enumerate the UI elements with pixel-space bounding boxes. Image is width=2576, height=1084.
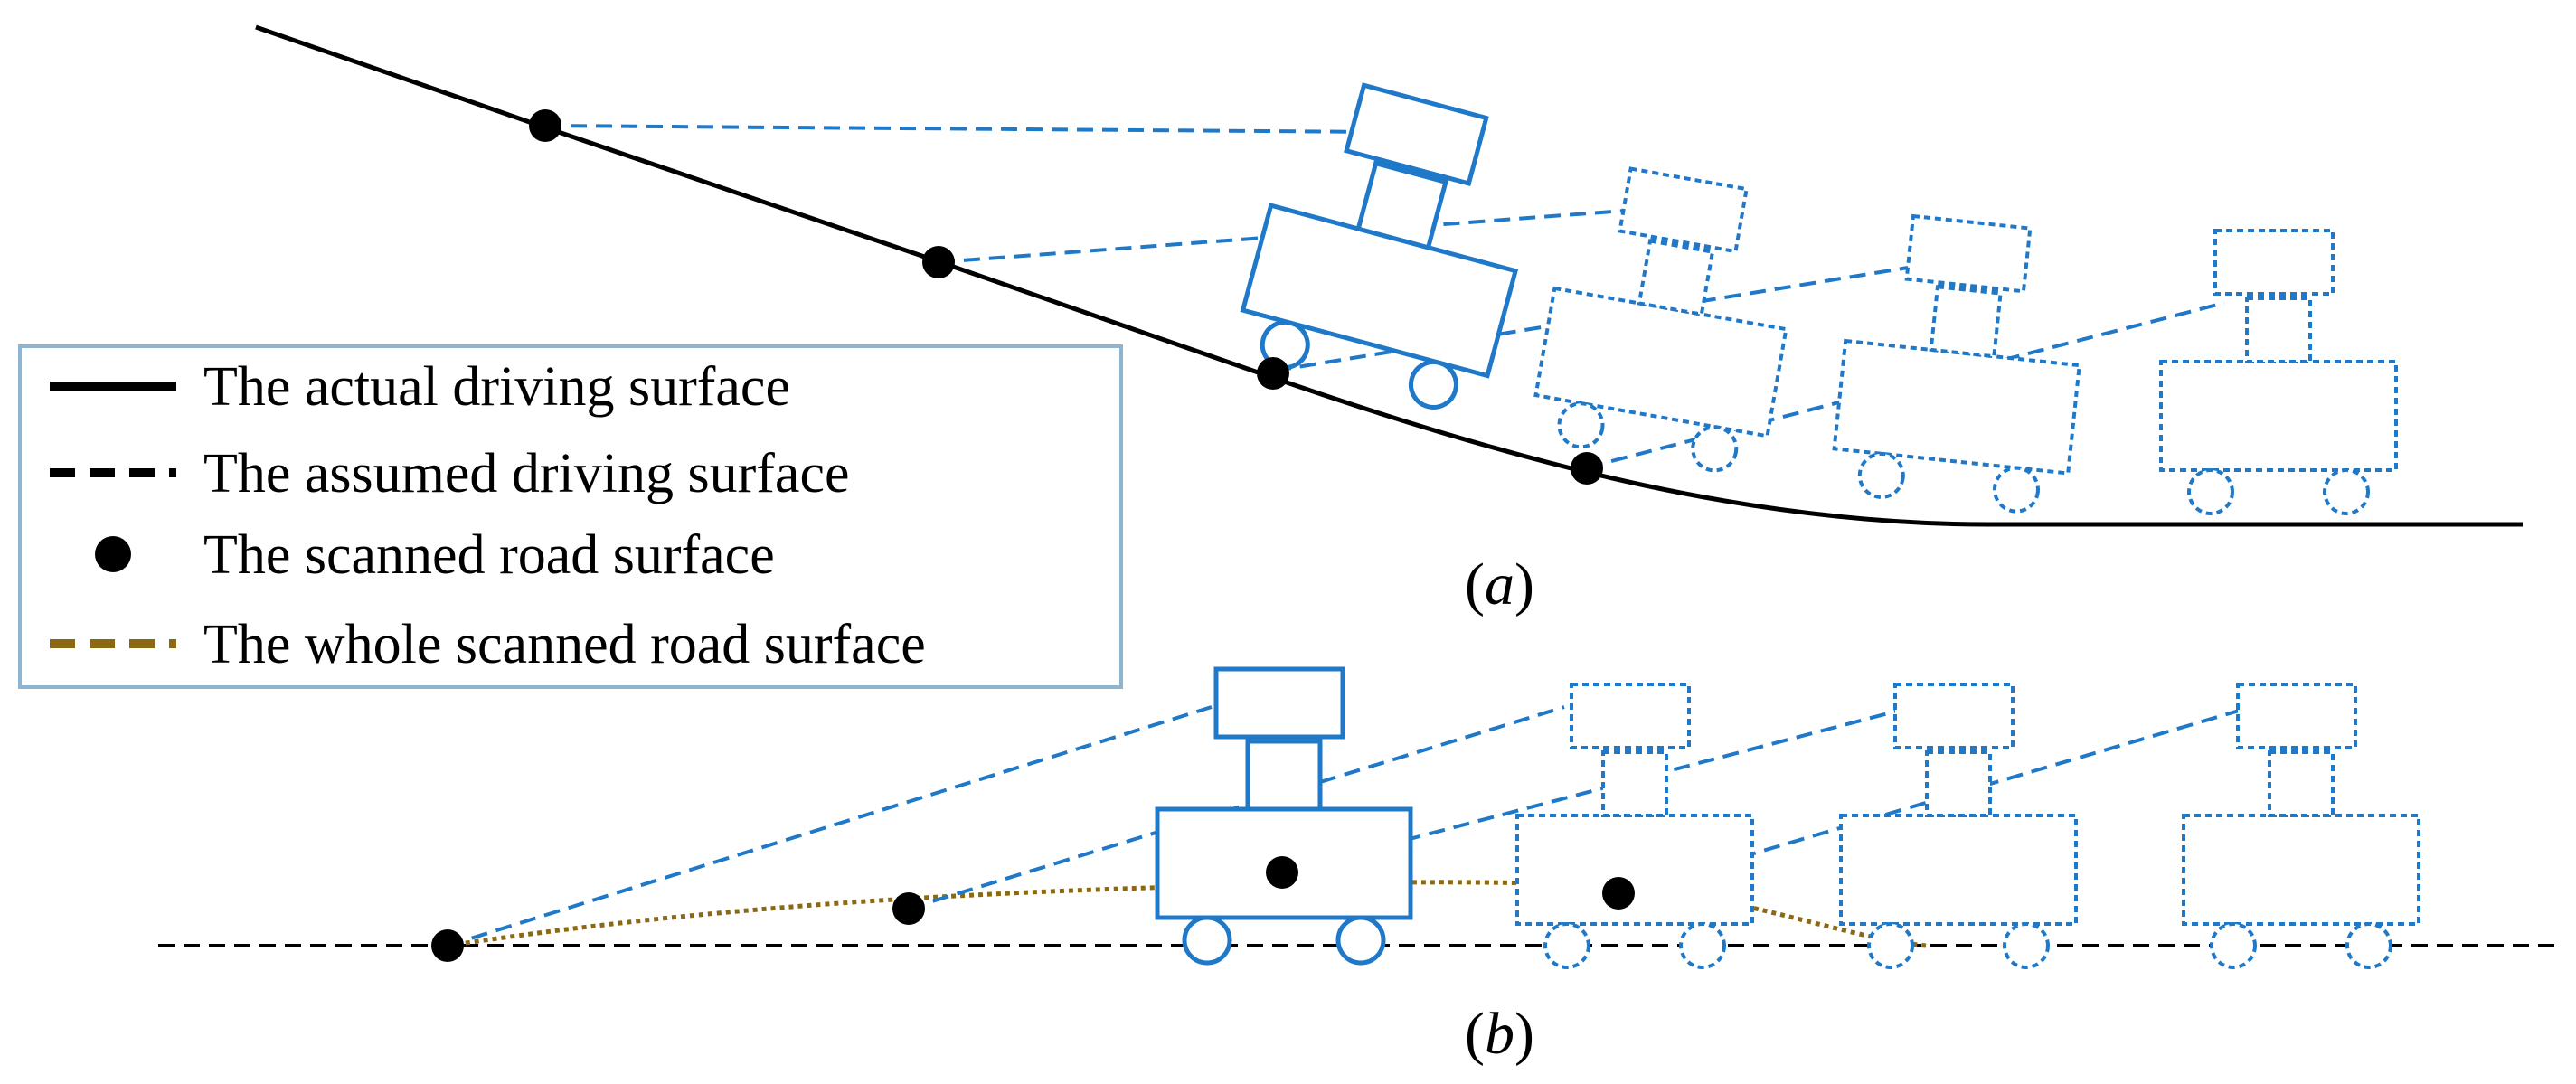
scanned-point xyxy=(1266,856,1298,889)
svg-text:The whole scanned road surface: The whole scanned road surface xyxy=(203,614,926,675)
legend: The actual driving surface The assumed d… xyxy=(18,344,1123,689)
vehicle-solid-b xyxy=(1157,669,1411,963)
scanned-points-a xyxy=(529,109,1603,485)
scanned-point xyxy=(892,892,925,925)
panel-b: (b) xyxy=(158,669,2563,1067)
scanned-points-b xyxy=(431,856,1635,962)
legend-item-scanned: The scanned road surface xyxy=(95,524,775,586)
vehicle-dotted-a3 xyxy=(2161,231,2396,514)
scanned-point xyxy=(1571,452,1603,485)
caption-b: (b) xyxy=(1465,1001,1534,1067)
svg-text:The scanned road surface: The scanned road surface xyxy=(203,524,775,586)
actual-driving-surface-curve xyxy=(255,24,2523,527)
panel-a: (a) xyxy=(255,24,2523,617)
svg-text:The assumed driving surface: The assumed driving surface xyxy=(203,443,849,504)
scanned-point xyxy=(1257,357,1289,390)
caption-a: (a) xyxy=(1465,551,1534,617)
scanned-point xyxy=(529,109,561,142)
vehicle-dotted-b2 xyxy=(1841,684,2076,967)
scanned-point xyxy=(922,246,955,278)
scanned-point xyxy=(1602,877,1635,910)
whole-scanned-road-surface-curve xyxy=(447,880,1927,948)
legend-item-whole-scanned: The whole scanned road surface xyxy=(50,614,926,675)
svg-text:The actual driving surface: The actual driving surface xyxy=(203,356,790,418)
legend-item-assumed: The assumed driving surface xyxy=(50,443,849,504)
legend-box xyxy=(18,344,1123,689)
vehicle-dotted-b3 xyxy=(2184,684,2419,967)
vehicle-dotted-a2 xyxy=(1830,211,2093,516)
legend-item-actual: The actual driving surface xyxy=(50,356,790,418)
vehicle-dotted-b1 xyxy=(1517,684,1752,967)
vehicle-dotted-a1 xyxy=(1528,159,1808,478)
scanned-point xyxy=(431,929,464,962)
